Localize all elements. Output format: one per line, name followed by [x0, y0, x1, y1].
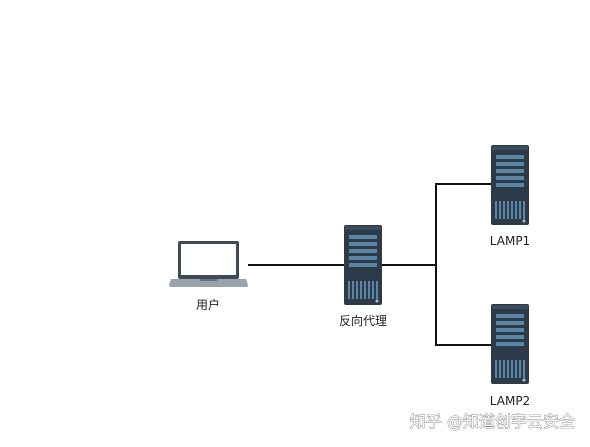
node-proxy: 反向代理 — [339, 225, 387, 328]
server-icon — [491, 304, 529, 384]
connectors — [248, 183, 491, 346]
proxy-label: 反向代理 — [339, 313, 387, 328]
lamp2-label: LAMP2 — [490, 394, 530, 408]
server-icon — [344, 225, 382, 305]
lamp1-label: LAMP1 — [490, 234, 530, 248]
server-icon — [491, 145, 529, 225]
edge-junction-lamp1 — [435, 183, 491, 265]
node-user: 用户 — [169, 241, 248, 312]
user-label: 用户 — [196, 297, 220, 312]
laptop-icon — [169, 241, 248, 287]
watermark: 知乎 @知道创宇云安全 — [410, 412, 575, 431]
node-lamp2: LAMP2 — [490, 304, 530, 408]
edge-junction-lamp2 — [435, 265, 491, 346]
node-lamp1: LAMP1 — [490, 145, 530, 248]
